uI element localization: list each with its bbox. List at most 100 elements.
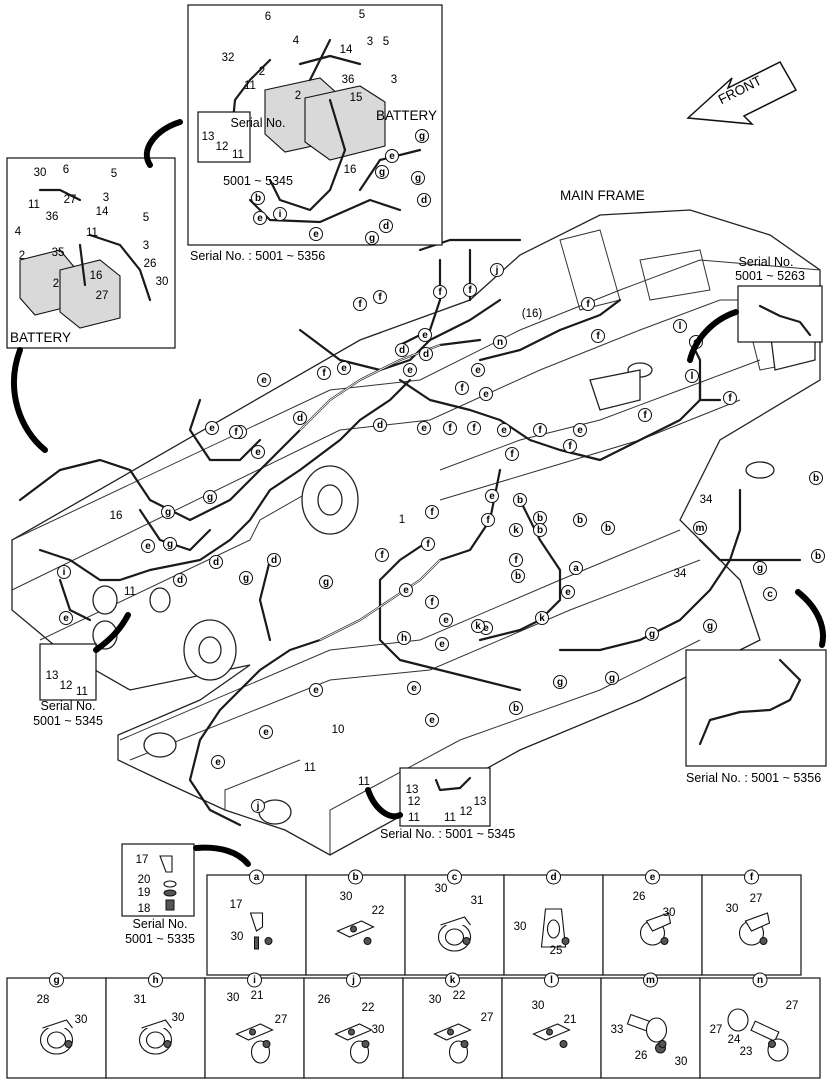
inset-bm-footer: Serial No. : 5001 ~ 5345 [380, 827, 515, 841]
svg-text:e: e [483, 623, 489, 634]
clamp-callout-g: g [645, 627, 659, 641]
battery-top-part-11: 11 [244, 80, 256, 92]
clamp-callout-e: e [407, 681, 421, 695]
svg-text:f: f [430, 597, 434, 608]
battery-top-footer: Serial No. : 5001 ~ 5356 [190, 249, 325, 263]
svg-text:f: f [322, 368, 326, 379]
inset-left-mid: Serial No. 5001 ~ 5345 [33, 612, 131, 728]
clamp-cell-letter: i [253, 975, 256, 986]
battery-left-part-35: 35 [52, 247, 65, 259]
clamp-cell-letter: f [750, 872, 754, 883]
svg-text:g: g [649, 629, 655, 640]
inset-bm-part-12: 12 [460, 806, 473, 818]
svg-text:g: g [323, 577, 329, 588]
battery-left-part-3: 3 [143, 240, 149, 252]
battery-left-part-6: 6 [63, 164, 69, 176]
svg-text:b: b [813, 473, 819, 484]
battery-inset-left: BATTERY [6, 119, 183, 453]
inset-lm-part-13: 13 [46, 670, 59, 682]
battery-left-part-30: 30 [156, 276, 169, 288]
clamp-cell-letter: k [450, 975, 456, 986]
clamp-callout-b: b [811, 549, 825, 563]
clamp-callout-b: b [251, 191, 265, 205]
clamp-callout-b: b [533, 511, 547, 525]
svg-text:d: d [177, 575, 183, 586]
battery-top-part-5: 5 [383, 36, 389, 48]
inset-a-part-18: 18 [138, 903, 151, 915]
clamp-callout-e: e [309, 683, 323, 697]
clamp-cell-part-28: 28 [37, 994, 50, 1006]
svg-text:e: e [263, 727, 269, 738]
battery-top-label: BATTERY [376, 108, 437, 123]
part-11c: 11 [358, 776, 370, 788]
clamp-cell-part-26: 26 [318, 994, 331, 1006]
inset-bm-part-13: 13 [474, 796, 487, 808]
clamp-cell-part-22: 22 [362, 1002, 375, 1014]
clamp-callout-g: g [553, 675, 567, 689]
battery-top-part-3: 3 [391, 74, 397, 86]
svg-text:f: f [460, 383, 464, 394]
part-34a: 34 [700, 494, 713, 506]
battery-left-part-27: 27 [96, 290, 109, 302]
svg-text:d: d [399, 345, 405, 356]
battery-top-part-16: 16 [344, 164, 357, 176]
clamp-callout-g: g [319, 575, 333, 589]
clamp-callout-j: j [490, 263, 504, 277]
clamp-cell-letter: d [550, 872, 556, 883]
clamp-callout-d: d [209, 555, 223, 569]
battery-left-part-14: 14 [96, 206, 109, 218]
clamp-callout-e: e [385, 149, 399, 163]
svg-text:b: b [515, 571, 521, 582]
inset-lm-part-12: 12 [60, 680, 73, 692]
svg-text:e: e [429, 715, 435, 726]
clamp-callout-d: d [173, 573, 187, 587]
svg-text:e: e [421, 423, 427, 434]
clamp-cell-part-21: 21 [564, 1014, 577, 1026]
clamp-cell-part-30: 30 [726, 903, 739, 915]
svg-text:n: n [497, 337, 503, 348]
clamp-callout-d: d [419, 347, 433, 361]
svg-text:l: l [691, 371, 694, 382]
battery-left-part-5: 5 [143, 212, 149, 224]
svg-text:f: f [510, 449, 514, 460]
clamp-callout-e: e [205, 421, 219, 435]
svg-text:m: m [696, 523, 705, 534]
svg-text:f: f [472, 423, 476, 434]
svg-text:f: f [643, 410, 647, 421]
clamp-callout-l: l [685, 369, 699, 383]
clamp-callout-g: g [375, 165, 389, 179]
battery-left-part-16: 16 [90, 270, 103, 282]
clamp-callout-f: f [455, 381, 469, 395]
svg-text:j: j [495, 265, 499, 276]
clamp-callout-h: h [397, 631, 411, 645]
clamp-cell-letter: b [352, 872, 358, 883]
clamp-callout-g: g [703, 619, 717, 633]
clamp-cell-letter: h [152, 975, 158, 986]
clamp-callout-b: b [533, 523, 547, 537]
clamp-callout-f: f [421, 537, 435, 551]
clamp-cell-part-24: 24 [728, 1034, 741, 1046]
clamp-cell-part-30: 30 [75, 1014, 88, 1026]
battery-top-serial-label: Serial No. [231, 116, 286, 130]
clamp-cell-part-30: 30 [429, 994, 442, 1006]
clamp-callout-b: b [809, 471, 823, 485]
svg-text:e: e [411, 683, 417, 694]
svg-text:f: f [234, 427, 238, 438]
svg-text:c: c [767, 589, 773, 600]
clamp-callout-i: i [273, 207, 287, 221]
svg-text:h: h [401, 633, 407, 644]
clamp-callout-f: f [229, 425, 243, 439]
battery-left-part-11: 11 [28, 199, 40, 211]
clamp-callout-b: b [601, 521, 615, 535]
svg-text:f: f [438, 287, 442, 298]
inset-a-serial-label: Serial No. [133, 917, 188, 931]
clamp-callout-f: f [723, 391, 737, 405]
svg-text:e: e [501, 425, 507, 436]
